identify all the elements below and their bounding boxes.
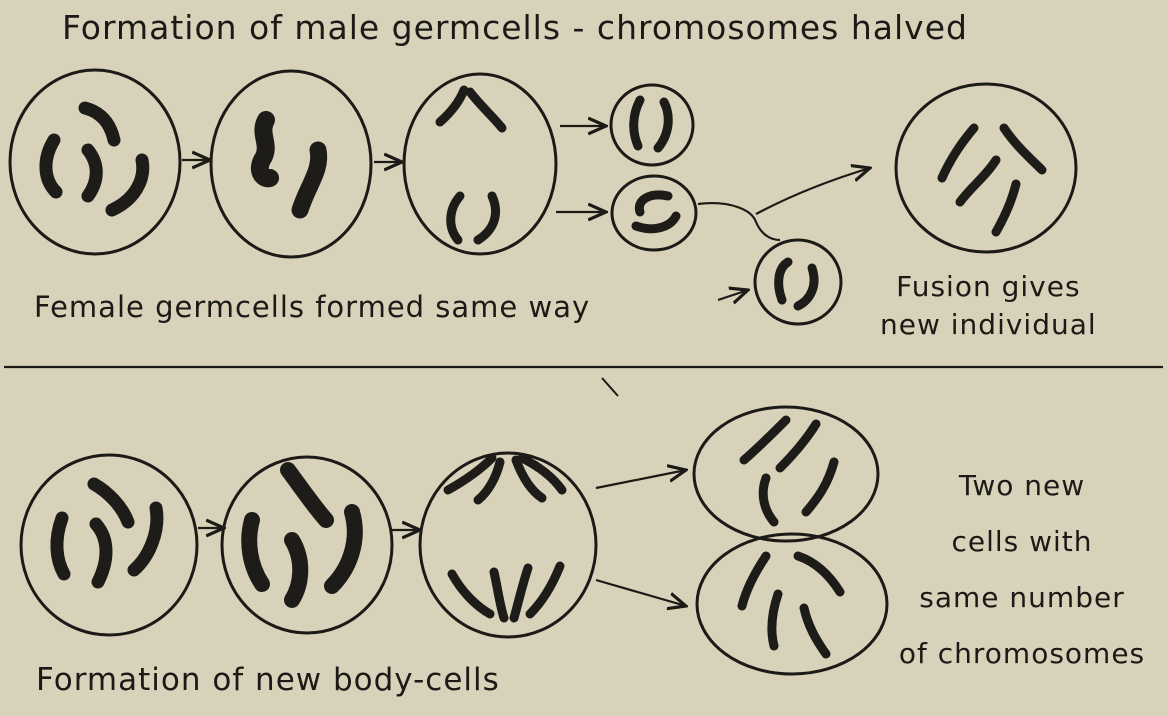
chromosome (292, 540, 300, 600)
result-label-line: of chromosomes (892, 626, 1152, 682)
germ-cell-2 (211, 71, 371, 257)
chromosome (744, 420, 786, 460)
daughter-cell-1 (694, 407, 878, 541)
chromosome (452, 574, 490, 614)
fusion-label-line: new individual (880, 306, 1097, 344)
result-label-line: same number (892, 570, 1152, 626)
chromosome (996, 184, 1016, 232)
result-label-line: Two new (892, 458, 1152, 514)
fusion-label: Fusion gives new individual (880, 268, 1097, 344)
chromosome (942, 128, 974, 178)
daughter-cell-2 (697, 534, 887, 674)
chromosome (798, 268, 814, 306)
chromosome (960, 160, 996, 202)
chromosome (780, 424, 816, 468)
fused-cell (896, 84, 1076, 252)
egg-cell (755, 240, 841, 324)
chromosome (742, 556, 766, 606)
fusion-label-line: Fusion gives (880, 268, 1097, 306)
sperm-cell-1 (611, 85, 693, 165)
chromosome (88, 150, 96, 196)
chromosome (514, 568, 528, 618)
chromosome (658, 102, 668, 148)
chromosome (288, 470, 326, 520)
chromosome (470, 92, 502, 128)
chromosome (779, 262, 788, 300)
chromosome (96, 524, 106, 582)
chromosome (249, 520, 262, 584)
body-cell-1 (21, 455, 197, 635)
chromosome (46, 140, 56, 192)
chromosome (494, 572, 504, 618)
chromosome (636, 216, 676, 229)
chromosome (112, 160, 143, 210)
chromosome (478, 196, 496, 240)
chromosome (85, 108, 114, 140)
bodycell-row (21, 407, 887, 674)
chromosome (798, 556, 840, 592)
chromosome-pair (260, 120, 270, 178)
chromosome (1004, 128, 1042, 170)
chromosome (806, 462, 834, 512)
chromosome (440, 90, 464, 122)
chromosome (332, 512, 355, 586)
arrow (596, 470, 686, 488)
chromosome (804, 608, 826, 654)
ink-mark (602, 378, 618, 396)
chromosome (639, 195, 668, 212)
top-title: Formation of male germcells - chromosome… (62, 8, 968, 47)
female-germcells-label: Female germcells formed same way (34, 290, 590, 324)
body-cell-2 (222, 457, 392, 633)
result-label: Two new cells with same number of chromo… (892, 458, 1152, 682)
arrow (756, 168, 870, 214)
body-cells-label: Formation of new body-cells (36, 662, 500, 698)
chromosome-pair (300, 150, 319, 210)
chromosome (634, 100, 640, 146)
body-cell-3 (420, 453, 596, 637)
chromosome (772, 594, 778, 646)
sperm-cell-2 (612, 176, 696, 250)
chromosome (134, 508, 157, 570)
germ-cell-3 (404, 74, 556, 254)
arrow (596, 580, 686, 606)
arrow (718, 290, 748, 300)
germ-cell-1 (10, 70, 180, 254)
chromosome (763, 478, 774, 522)
chromosome (57, 518, 64, 574)
chromosome (94, 484, 128, 522)
chromosome (451, 196, 460, 240)
chromosome (530, 566, 560, 614)
result-label-line: cells with (892, 514, 1152, 570)
